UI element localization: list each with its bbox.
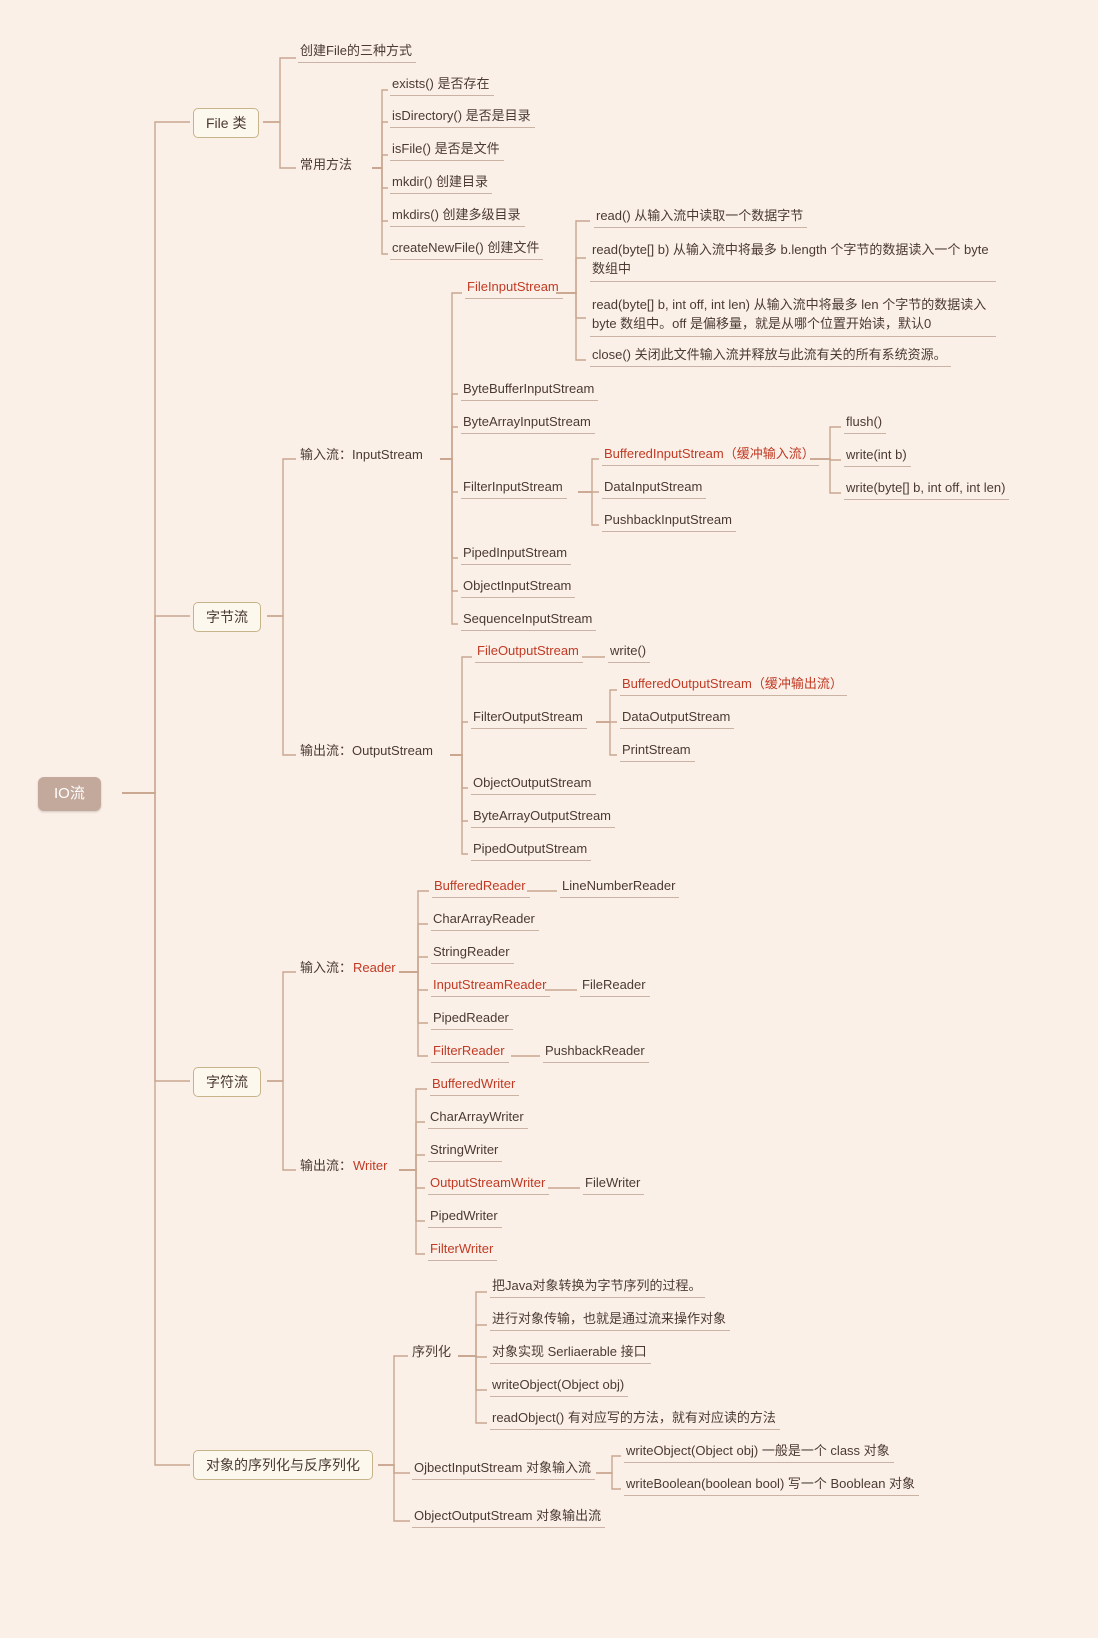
node-read-byte-array-method[interactable]: read(byte[] b) 从输入流中将最多 b.length 个字节的数据读… (590, 238, 996, 282)
node-bufferedwriter[interactable]: BufferedWriter (430, 1074, 520, 1096)
node-filterreader[interactable]: FilterReader (431, 1041, 509, 1063)
node-bytearrayinputstream[interactable]: ByteArrayInputStream (461, 412, 595, 434)
node-file-common-methods[interactable]: 常用方法 (300, 157, 353, 172)
node-writer-output-label[interactable]: 输出流： (300, 1158, 353, 1173)
node-flush-method[interactable]: flush() (844, 412, 887, 434)
node-method-mkdirs[interactable]: mkdirs() 创建多级目录 (390, 205, 525, 227)
node-printstream[interactable]: PrintStream (620, 740, 695, 762)
root-node[interactable]: IO流 (38, 777, 101, 811)
node-pushbackreader[interactable]: PushbackReader (543, 1041, 649, 1063)
node-writer[interactable]: Writer (353, 1158, 388, 1173)
node-pipedoutputstream[interactable]: PipedOutputStream (471, 839, 592, 861)
node-method-mkdir[interactable]: mkdir() 创建目录 (390, 172, 493, 194)
node-char-stream[interactable]: 字符流 (193, 1067, 261, 1097)
node-stringreader[interactable]: StringReader (431, 942, 514, 964)
node-linenumberreader[interactable]: LineNumberReader (560, 876, 680, 898)
node-bufferedinputstream[interactable]: BufferedInputStream（缓冲输入流） (602, 444, 819, 466)
node-chararraywriter[interactable]: CharArrayWriter (428, 1107, 528, 1129)
node-sequenceinputstream[interactable]: SequenceInputStream (461, 609, 597, 631)
node-read-method[interactable]: read() 从输入流中读取一个数据字节 (594, 206, 808, 228)
node-dataoutputstream[interactable]: DataOutputStream (620, 707, 735, 729)
node-filereader[interactable]: FileReader (580, 975, 650, 997)
node-method-exists[interactable]: exists() 是否存在 (390, 74, 494, 96)
node-datainputstream[interactable]: DataInputStream (602, 477, 707, 499)
node-write-bytes-method[interactable]: write(byte[] b, int off, int len) (844, 478, 1010, 500)
node-objectoutputstream[interactable]: ObjectOutputStream (471, 773, 596, 795)
node-method-createnewfile[interactable]: createNewFile() 创建文件 (390, 238, 544, 260)
node-stringwriter[interactable]: StringWriter (428, 1140, 503, 1162)
node-bytearrayoutputstream[interactable]: ByteArrayOutputStream (471, 806, 615, 828)
node-filterinputstream[interactable]: FilterInputStream (461, 477, 567, 499)
node-serialize-desc-2[interactable]: 进行对象传输，也就是通过流来操作对象 (490, 1309, 731, 1331)
node-reader-input-label[interactable]: 输入流： (300, 960, 353, 975)
node-pipedwriter[interactable]: PipedWriter (428, 1206, 502, 1228)
node-method-isfile[interactable]: isFile() 是否是文件 (390, 139, 504, 161)
node-filteroutputstream[interactable]: FilterOutputStream (471, 707, 587, 729)
node-fileinputstream[interactable]: FileInputStream (465, 277, 563, 299)
node-chararrayreader[interactable]: CharArrayReader (431, 909, 539, 931)
node-serialize-writeobject[interactable]: writeObject(Object obj) (490, 1375, 629, 1397)
node-reader[interactable]: Reader (353, 960, 396, 975)
node-ois-writeobject[interactable]: writeObject(Object obj) 一般是一个 class 对象 (624, 1441, 894, 1463)
node-serialization[interactable]: 对象的序列化与反序列化 (193, 1450, 373, 1480)
node-bufferedoutputstream[interactable]: BufferedOutputStream（缓冲输出流） (620, 674, 847, 696)
node-method-isdirectory[interactable]: isDirectory() 是否是目录 (390, 106, 535, 128)
node-write-method[interactable]: write() (608, 641, 651, 663)
node-write-int-method[interactable]: write(int b) (844, 445, 911, 467)
node-outputstreamwriter[interactable]: OutputStreamWriter (428, 1173, 550, 1195)
node-filterwriter[interactable]: FilterWriter (428, 1239, 498, 1261)
node-fileoutputstream[interactable]: FileOutputStream (475, 641, 583, 663)
node-close-method[interactable]: close() 关闭此文件输入流并释放与此流有关的所有系统资源。 (590, 345, 951, 367)
node-objectinputstream[interactable]: ObjectInputStream (461, 576, 576, 598)
node-object-output-stream-desc[interactable]: ObjectOutputStream 对象输出流 (412, 1506, 606, 1528)
node-outputstream[interactable]: 输出流：OutputStream (300, 743, 433, 758)
node-ois-writeboolean[interactable]: writeBoolean(boolean bool) 写一个 Booblean … (624, 1474, 920, 1496)
node-filewriter[interactable]: FileWriter (583, 1173, 645, 1195)
node-serialize-readobject[interactable]: readObject() 有对应写的方法，就有对应读的方法 (490, 1408, 780, 1430)
node-file-class[interactable]: File 类 (193, 108, 260, 138)
node-serialize-desc-1[interactable]: 把Java对象转换为字节序列的过程。 (490, 1276, 706, 1298)
node-read-byte-offset-method[interactable]: read(byte[] b, int off, int len) 从输入流中将最… (590, 293, 996, 337)
node-bytebufferinputstream[interactable]: ByteBufferInputStream (461, 379, 599, 401)
node-object-input-stream-desc[interactable]: OjbectInputStream 对象输入流 (412, 1458, 595, 1480)
node-serialize-desc-3[interactable]: 对象实现 Serliaerable 接口 (490, 1342, 651, 1364)
node-pipedinputstream[interactable]: PipedInputStream (461, 543, 572, 565)
node-inputstream[interactable]: 输入流：InputStream (300, 447, 423, 462)
node-byte-stream[interactable]: 字节流 (193, 602, 261, 632)
node-bufferedreader[interactable]: BufferedReader (432, 876, 530, 898)
node-inputstreamreader[interactable]: InputStreamReader (431, 975, 551, 997)
node-pipedreader[interactable]: PipedReader (431, 1008, 513, 1030)
node-pushbackinputstream[interactable]: PushbackInputStream (602, 510, 736, 532)
node-serialize[interactable]: 序列化 (412, 1344, 452, 1359)
node-file-create-ways[interactable]: 创建File的三种方式 (298, 41, 416, 63)
